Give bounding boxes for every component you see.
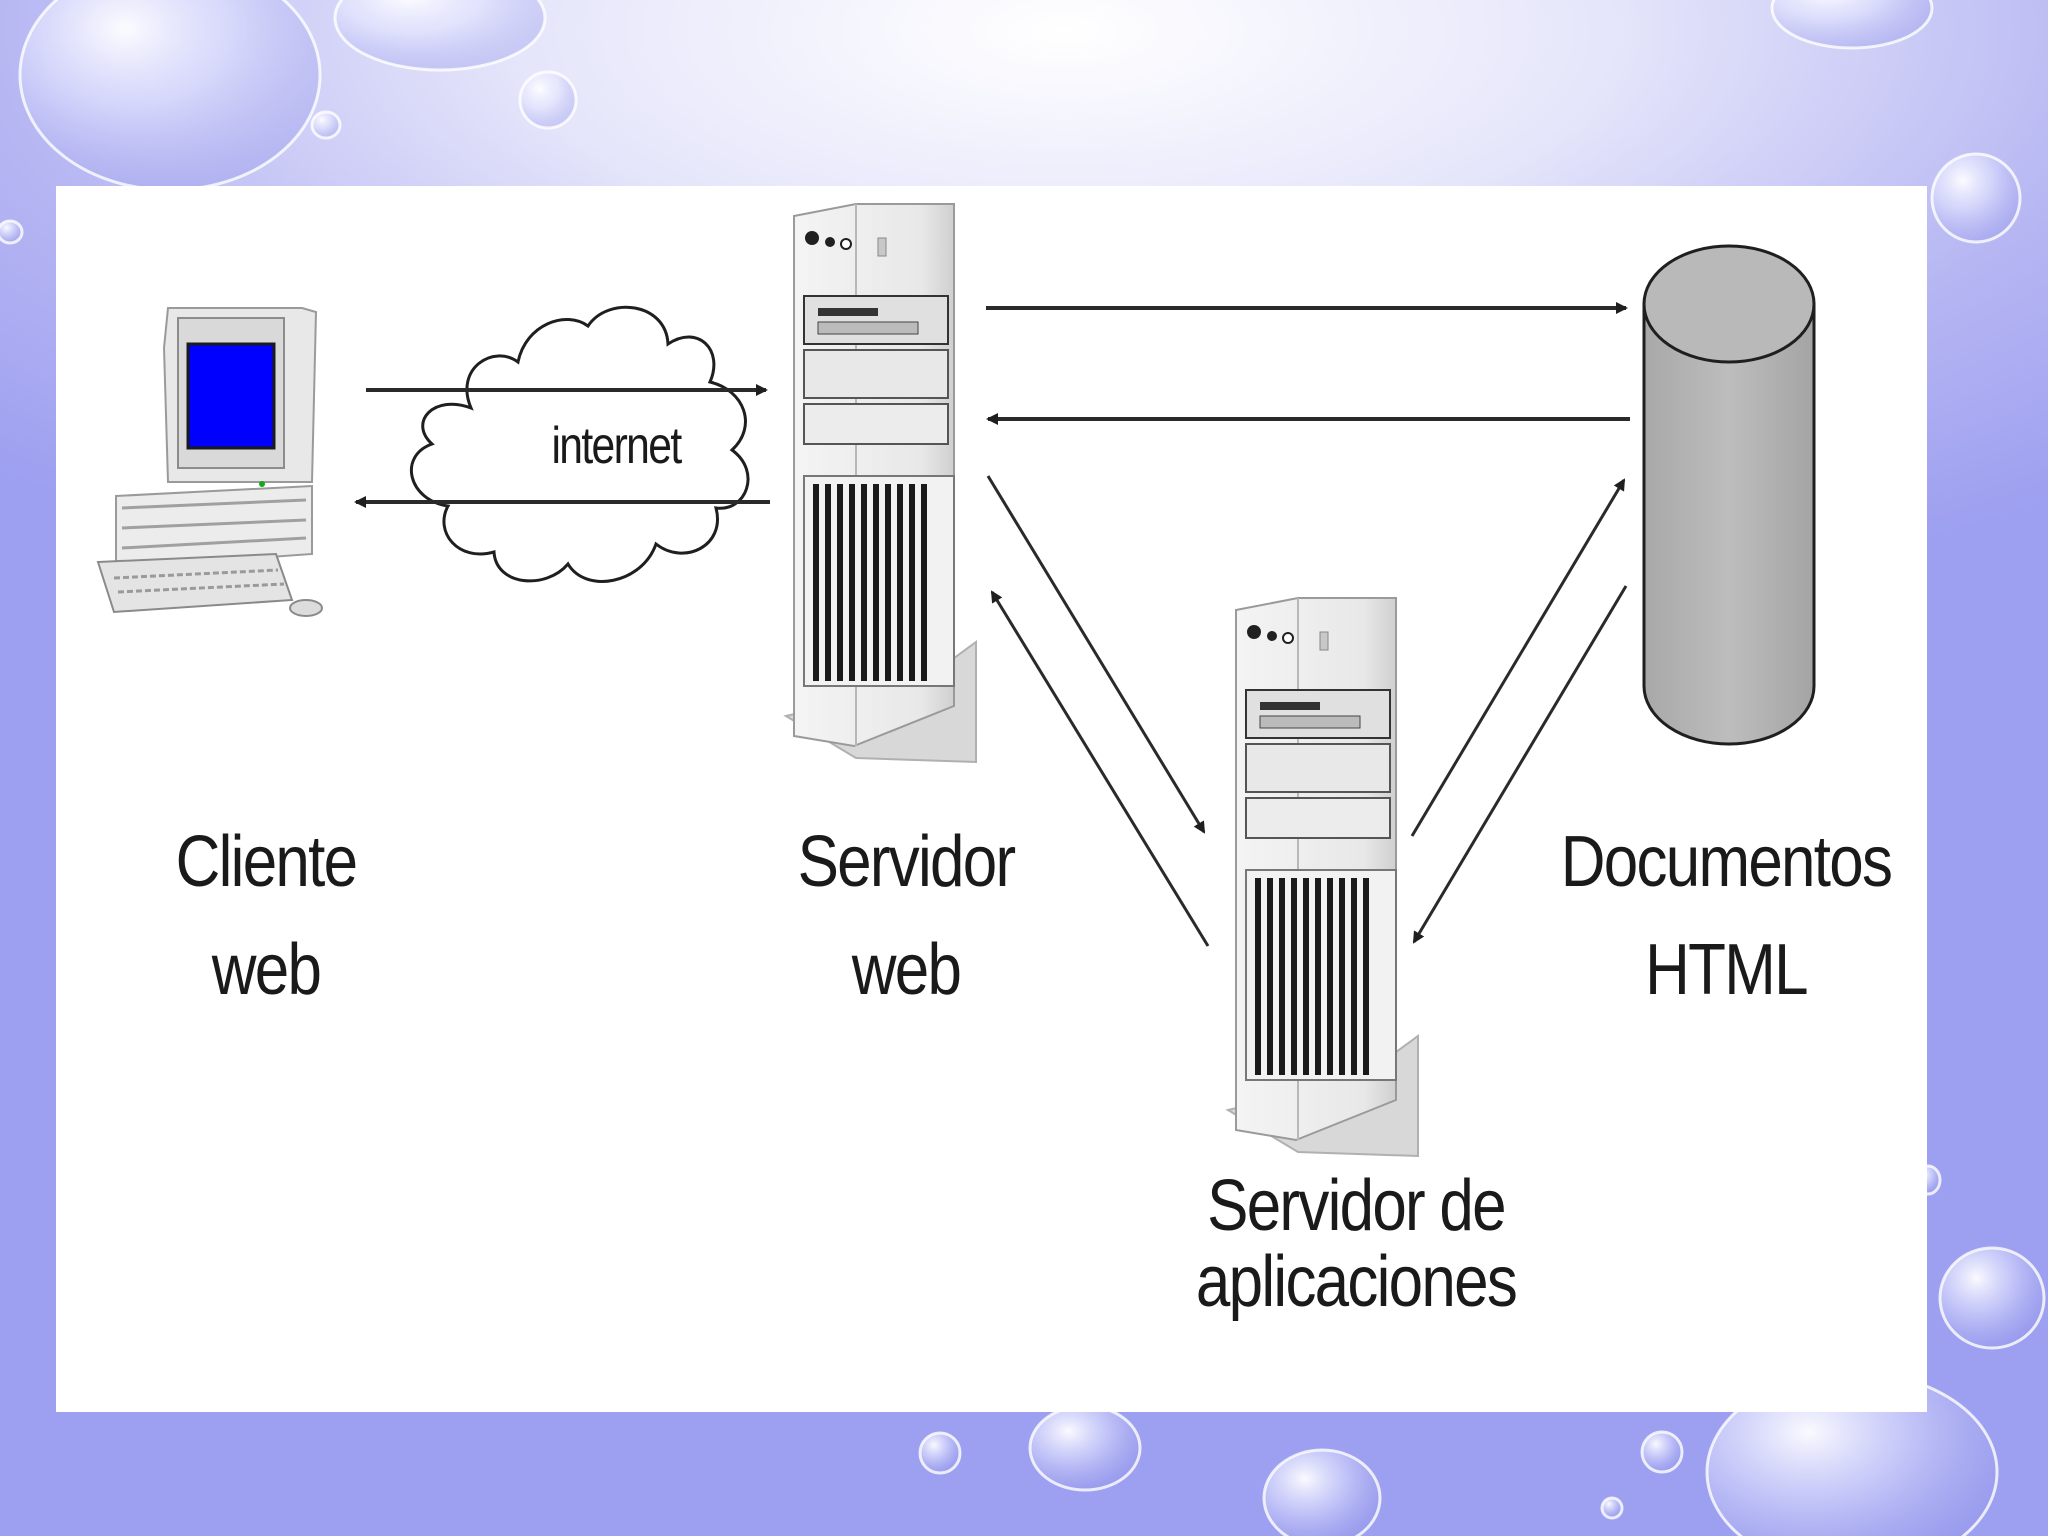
docs-label: Documentos HTML (1554, 808, 1898, 1024)
arrow-web-server-to-app-server (986, 475, 1206, 834)
internet-cloud (409, 305, 750, 583)
docs-label-line1: Documentos (1560, 822, 1893, 902)
internet-label: internet (551, 417, 682, 475)
arrow-app-server-to-docs (1410, 478, 1626, 837)
client-label-line2: web (211, 930, 322, 1010)
arrow-app-server-to-web-server (990, 590, 1210, 947)
app-server-label-line2: aplicaciones (1195, 1242, 1518, 1322)
database-cylinder-icon (1642, 244, 1816, 746)
web-server-label-line2: web (851, 930, 962, 1010)
app-server-label: Servidor de aplicaciones (1132, 1168, 1579, 1320)
web-server-label-line1: Servidor (797, 822, 1017, 902)
tower-server-icon (1225, 597, 1419, 1158)
app-server-label-line1: Servidor de (1207, 1166, 1506, 1246)
mouse (289, 599, 323, 617)
tower-server-icon (783, 203, 977, 764)
keyboard (96, 552, 294, 614)
client-label: Cliente web (111, 808, 421, 1024)
diagram-canvas (96, 203, 1816, 1158)
diagram-panel: internet Cliente web Servidor web Docume… (56, 186, 1927, 1412)
screen (186, 342, 276, 450)
client-label-line1: Cliente (175, 822, 358, 902)
docs-label-line2: HTML (1645, 930, 1808, 1010)
desktop-computer-icon (96, 307, 323, 617)
arrow-docs-to-app-server (1412, 585, 1628, 944)
web-server-label: Servidor web (725, 808, 1086, 1024)
